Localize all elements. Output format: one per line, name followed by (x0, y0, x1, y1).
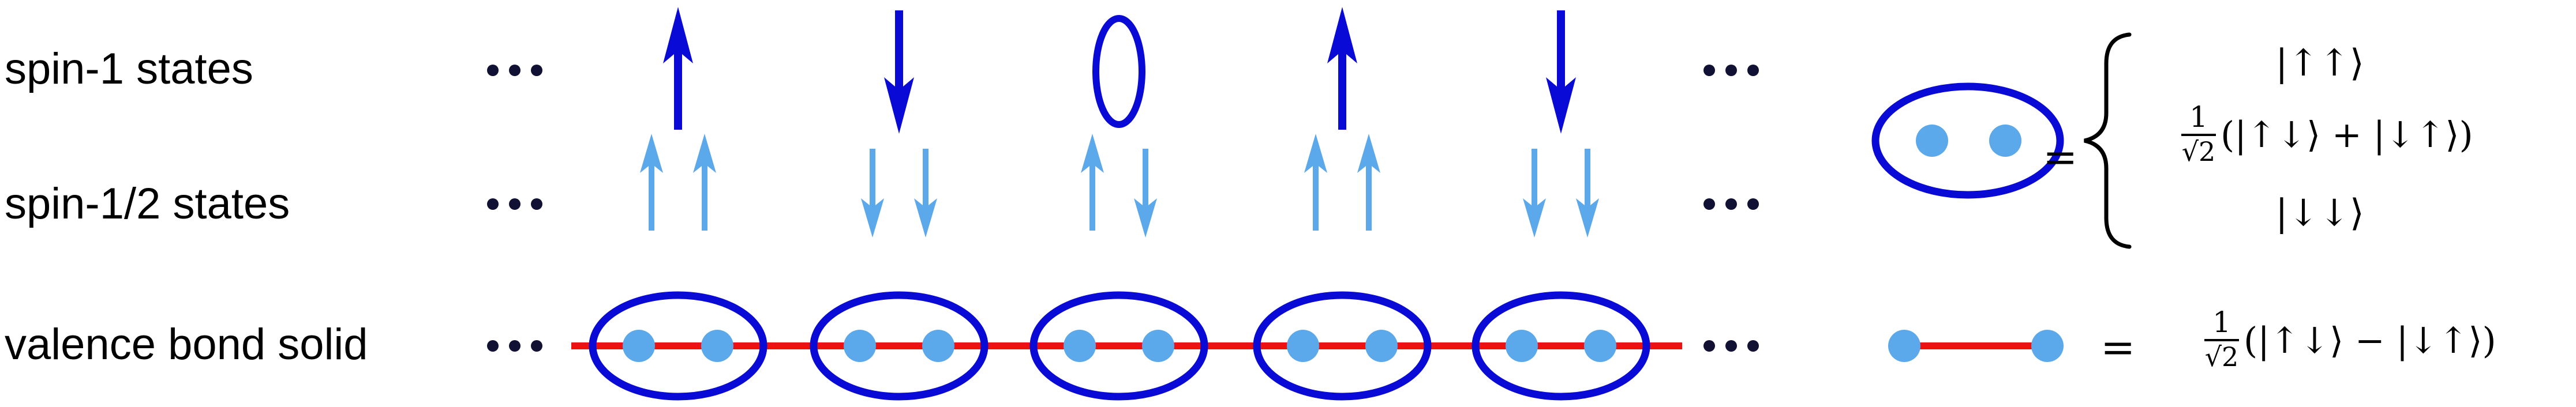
zero-state-loop (1092, 15, 1145, 128)
spin-half-arrow-down (1523, 149, 1546, 238)
legend-spin-half-dot (2031, 330, 2064, 362)
ellipsis-left (487, 340, 542, 352)
arrowhead-down (1576, 198, 1599, 238)
fraction-numerator: 1 (2212, 306, 2231, 339)
triplet-zero-fraction: 1 √2 (2181, 103, 2216, 165)
spin-half-arrow-down (914, 149, 937, 238)
spin-half-arrow-up (640, 134, 663, 231)
singlet-fraction: 1 √2 (2204, 308, 2239, 370)
label-valence-bond-solid: valence bond solid (5, 320, 368, 369)
arrowhead-down (1523, 198, 1546, 238)
label-spin-1-states: spin-1 states (5, 44, 253, 93)
arrowhead-up (693, 134, 716, 173)
spin-half-arrow-up (1081, 134, 1104, 231)
spin-half-arrow-down (1134, 149, 1157, 238)
ellipsis-dot (509, 340, 521, 352)
arrowhead-up (1327, 7, 1357, 63)
ellipsis-dot (531, 65, 542, 76)
arrowhead-down (884, 77, 914, 134)
ellipsis-dot (487, 198, 499, 210)
ellipsis-layer (487, 65, 1759, 352)
ellipsis-right (1703, 340, 1759, 352)
spin-1-site-ellipse (1472, 291, 1650, 401)
arrow-layer (640, 7, 1599, 238)
legend-site-ellipse (1871, 82, 2064, 199)
arrowhead-up (1304, 134, 1327, 173)
ellipsis-dot (509, 65, 521, 76)
spin-half-dot (844, 330, 876, 362)
spin-1-site-ellipse (589, 291, 767, 401)
spin-half-dot (1584, 330, 1616, 362)
spin-half-arrow-up (693, 134, 716, 231)
dot-layer (623, 330, 1616, 362)
fraction-bar (2204, 339, 2239, 341)
spin-half-arrow-up (1304, 134, 1327, 231)
spin-1-site-ellipse (1253, 291, 1432, 401)
spin-1-arrow-up (1327, 7, 1357, 130)
ellipsis-dot (1703, 65, 1715, 76)
arrowhead-down (861, 198, 884, 238)
spin-half-arrow-down (1576, 149, 1599, 238)
spin-half-arrow-up (1357, 134, 1380, 231)
arrowhead-up (1357, 134, 1380, 173)
ellipsis-left (487, 198, 542, 210)
spin-half-dot (701, 330, 733, 362)
arrowhead-down (1546, 77, 1576, 134)
ellipsis-dot (1725, 198, 1737, 210)
curly-brace (2084, 32, 2132, 249)
ellipsis-dot (1747, 198, 1759, 210)
ellipsis-dot (1703, 198, 1715, 210)
fraction-denominator: √2 (2181, 136, 2216, 167)
ellipsis-left (487, 65, 542, 76)
spin-half-dot (1287, 330, 1319, 362)
spin-1-arrow-down (1546, 10, 1576, 134)
spin-1-arrow-down (884, 10, 914, 134)
ellipsis-dot (531, 340, 542, 352)
spin-half-dot (1142, 330, 1174, 362)
fraction-numerator: 1 (2189, 100, 2208, 134)
spin-half-dot (1506, 330, 1538, 362)
fraction-denominator: √2 (2204, 341, 2239, 372)
arrowhead-up (1081, 134, 1104, 173)
legend-equals-triplet: = (2043, 133, 2078, 181)
legend-equals-singlet: = (2101, 323, 2136, 371)
legend-spin-half-dot (1989, 125, 2021, 157)
ellipsis-right (1703, 65, 1759, 76)
spin-1-zero-state (1092, 15, 1145, 128)
ellipsis-dot (1747, 65, 1759, 76)
ellipsis-dot (1747, 340, 1759, 352)
ellipsis-dot (487, 340, 499, 352)
label-spin-half-states: spin-1/2 states (5, 179, 290, 228)
triplet-zero-state: (|↑↓⟩ + |↓↑⟩) (2221, 114, 2473, 156)
spin-1-arrow-up (663, 7, 693, 130)
arrowhead-up (640, 134, 663, 173)
legend-spin-half-dot (1888, 330, 1920, 362)
spin-half-dot (1064, 330, 1096, 362)
ellipsis-dot (1725, 340, 1737, 352)
ellipsis-dot (531, 198, 542, 210)
ellipsis-dot (509, 198, 521, 210)
arrowhead-up (663, 7, 693, 63)
triplet-up-ket: |↑↑⟩ (2275, 42, 2364, 85)
triplet-down-ket: |↓↓⟩ (2275, 192, 2364, 235)
arrowhead-down (1134, 198, 1157, 238)
ellipsis-right (1703, 198, 1759, 210)
ellipsis-dot (1725, 65, 1737, 76)
fraction-bar (2181, 134, 2216, 136)
spin-1-site-ellipse (810, 291, 989, 401)
ellipsis-dot (1703, 340, 1715, 352)
spin-half-dot (623, 330, 655, 362)
spin-half-arrow-down (861, 149, 884, 238)
ellipsis-dot (487, 65, 499, 76)
spin-1-site-ellipse (1029, 291, 1208, 401)
arrowhead-down (914, 198, 937, 238)
legend-graphics (1871, 32, 2132, 362)
legend-spin-half-dot (1916, 125, 1948, 157)
singlet-state: (|↑↓⟩ − |↓↑⟩) (2244, 319, 2496, 361)
ellipse-layer (589, 291, 1650, 401)
spin-half-dot (1365, 330, 1398, 362)
spin-half-dot (922, 330, 954, 362)
